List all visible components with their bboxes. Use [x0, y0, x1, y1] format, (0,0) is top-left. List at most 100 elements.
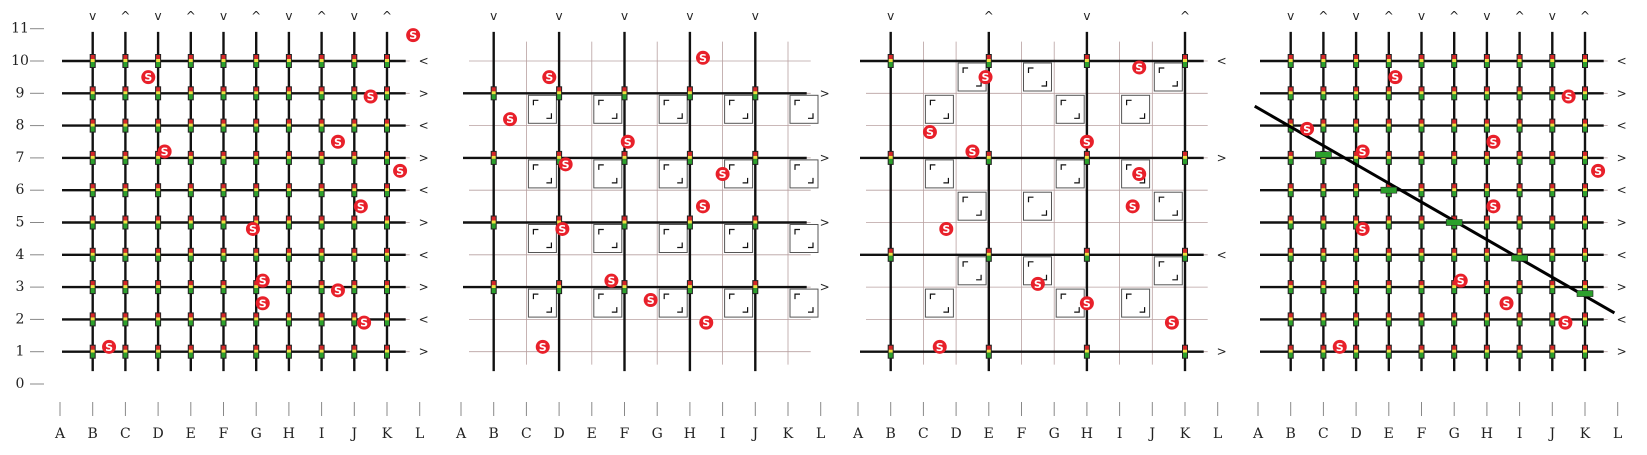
direction-arrow-top: v: [351, 9, 358, 23]
x-tick-label: J: [1547, 426, 1555, 442]
x-tick-label: F: [219, 426, 229, 442]
traffic-signal: [1451, 150, 1458, 165]
turn-box: [924, 94, 954, 124]
traffic-signal: [122, 183, 129, 198]
traffic-signal: [89, 150, 96, 165]
traffic-signal: [1582, 344, 1588, 359]
turn-box: [527, 159, 557, 189]
turn-box: [527, 288, 557, 318]
traffic-signal: [253, 312, 260, 327]
traffic-signal: [1182, 247, 1188, 262]
station-marker: S: [1332, 339, 1347, 354]
direction-arrow-top: v: [1418, 9, 1425, 23]
station-label: S: [699, 200, 707, 213]
traffic-signal: [89, 86, 96, 101]
station-marker: S: [102, 339, 117, 354]
station-marker: S: [643, 293, 658, 308]
x-tick-label: C: [1318, 426, 1329, 442]
x-tick-label: K: [1580, 426, 1591, 442]
turn-box: [1055, 159, 1085, 189]
x-tick-label: L: [1213, 426, 1222, 442]
traffic-signal: [89, 183, 96, 198]
station-label: S: [1129, 200, 1137, 213]
traffic-signal: [285, 54, 292, 68]
traffic-signal: [556, 150, 563, 165]
turn-box: [593, 94, 623, 124]
turn-box: [658, 94, 688, 124]
traffic-signal: [621, 280, 628, 295]
turn-box: [527, 94, 557, 124]
station-marker: S: [1164, 315, 1179, 330]
station-label: S: [334, 136, 342, 149]
traffic-signal: [1287, 54, 1294, 68]
traffic-signal: [1385, 247, 1392, 262]
traffic-signal: [1287, 247, 1294, 262]
traffic-signal: [1582, 247, 1588, 262]
station-marker: S: [555, 221, 570, 236]
direction-arrow-top: ^: [120, 9, 130, 23]
station-label: S: [1565, 91, 1573, 104]
traffic-signal: [1582, 312, 1588, 327]
traffic-signal: [155, 344, 162, 359]
traffic-signal: [1083, 54, 1090, 68]
station-label: S: [105, 341, 113, 354]
traffic-signal: [1287, 183, 1294, 198]
traffic-signal: [1483, 247, 1490, 262]
traffic-signal: [187, 312, 194, 327]
traffic-signal: [1353, 215, 1360, 230]
direction-arrow-top: v: [89, 9, 96, 23]
traffic-signal: [490, 86, 497, 101]
traffic-signal: [351, 150, 358, 165]
station-label: S: [396, 165, 404, 178]
x-tick-label: A: [54, 426, 66, 442]
station-label: S: [360, 317, 368, 330]
traffic-signal: [1287, 86, 1294, 101]
station-marker: S: [406, 28, 421, 43]
traffic-signal: [318, 54, 325, 68]
traffic-signal: [1353, 183, 1360, 198]
traffic-signal: [1483, 280, 1490, 295]
traffic-signal: [220, 86, 227, 101]
traffic-signal: [384, 312, 390, 327]
direction-arrow-right: >: [1217, 345, 1227, 359]
direction-arrow-right: <: [419, 119, 429, 133]
turn-box: [924, 159, 954, 189]
direction-arrow-right: <: [419, 248, 429, 262]
traffic-signal: [253, 150, 260, 165]
traffic-signal: [686, 86, 693, 101]
traffic-signal: [556, 280, 563, 295]
station-marker: S: [393, 163, 408, 178]
station-label: S: [249, 223, 257, 236]
station-marker: S: [1486, 134, 1501, 149]
station-label: S: [607, 275, 615, 288]
traffic-signal: [686, 150, 693, 165]
direction-arrow-right: >: [820, 86, 830, 100]
station-marker: S: [535, 339, 550, 354]
traffic-signal: [122, 86, 129, 101]
traffic-signal: [318, 150, 325, 165]
traffic-signal: [1182, 344, 1188, 359]
station-label: S: [699, 52, 707, 65]
traffic-signal: [621, 86, 628, 101]
x-tick-label: H: [1481, 426, 1493, 442]
station-marker: S: [1591, 163, 1606, 178]
station-marker: S: [503, 112, 518, 127]
traffic-signal: [351, 215, 358, 230]
traffic-signal: [89, 280, 96, 295]
traffic-signal: [1451, 247, 1458, 262]
x-tick-label: J: [750, 426, 758, 442]
direction-arrow-top: v: [752, 9, 759, 23]
direction-arrow-top: ^: [1580, 9, 1590, 23]
traffic-signal: [220, 54, 227, 68]
turn-box: [724, 224, 754, 253]
traffic-signal: [985, 344, 992, 359]
station-marker: S: [330, 134, 345, 149]
traffic-signal: [1483, 183, 1490, 198]
traffic-signal: [1385, 215, 1392, 230]
station-marker: S: [1453, 273, 1468, 288]
x-tick-label: J: [349, 426, 357, 442]
traffic-signal: [285, 86, 292, 101]
x-tick-label: A: [852, 426, 864, 442]
